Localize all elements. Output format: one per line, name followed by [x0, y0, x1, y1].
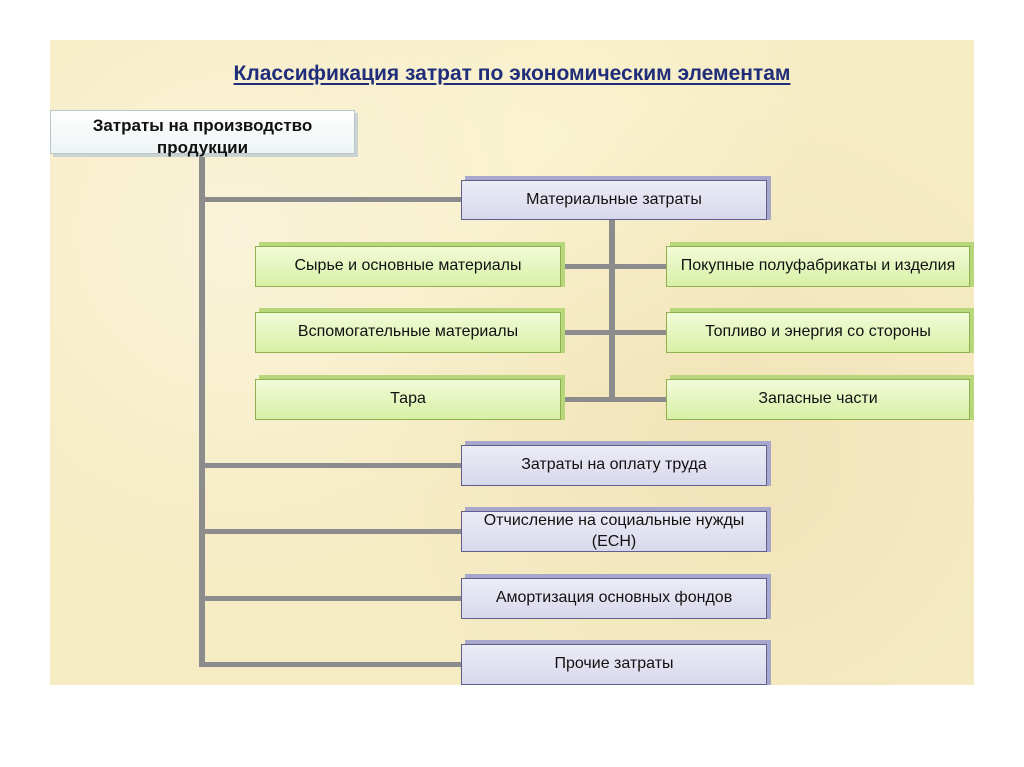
diagram-title: Классификация затрат по экономическим эл…: [233, 62, 791, 85]
social-contributions-box: Отчисление на социальные нужды (ЕСН): [461, 511, 767, 552]
material-trunk-line: [609, 219, 615, 402]
spare-parts-label: Запасные части: [758, 390, 878, 408]
connector-auxiliary: [561, 330, 666, 335]
social-contributions-label: Отчисление на социальные нужды (ЕСН): [483, 511, 745, 550]
root-box: Затраты на производство продукции: [50, 110, 355, 157]
material-costs-label: Материальные затраты: [526, 190, 702, 208]
depreciation-label: Амортизация основных фондов: [495, 589, 733, 607]
raw-materials-box: Сырье и основные материалы: [255, 246, 561, 287]
labor-costs-box: Затраты на оплату труда: [461, 445, 767, 486]
connector-social: [199, 529, 461, 534]
fuel-energy-box: Топливо и энергия со стороны: [666, 312, 970, 353]
semifinished-label: Покупные полуфабрикаты и изделия: [680, 257, 956, 275]
packaging-box: Тара: [255, 379, 561, 420]
semifinished-box: Покупные полуфабрикаты и изделия: [666, 246, 970, 287]
spare-parts-box: Запасные части: [666, 379, 970, 420]
connector-depreciation: [199, 596, 461, 601]
connector-material: [199, 197, 461, 202]
other-costs-box: Прочие затраты: [461, 644, 767, 685]
depreciation-box: Амортизация основных фондов: [461, 578, 767, 619]
connector-labor: [199, 463, 461, 468]
other-costs-label: Прочие затраты: [554, 655, 674, 673]
material-costs-box: Материальные затраты: [461, 180, 767, 220]
root-label: Затраты на производство продукции: [92, 116, 313, 158]
auxiliary-materials-box: Вспомогательные материалы: [255, 312, 561, 353]
raw-materials-label: Сырье и основные материалы: [294, 257, 522, 275]
packaging-label: Тара: [390, 390, 426, 408]
auxiliary-materials-label: Вспомогательные материалы: [297, 323, 519, 341]
labor-costs-label: Затраты на оплату труда: [521, 456, 707, 474]
root-trunk-line: [199, 153, 205, 666]
connector-other: [199, 662, 461, 667]
connector-raw: [561, 264, 666, 269]
connector-packaging: [561, 397, 666, 402]
fuel-energy-label: Топливо и энергия со стороны: [705, 323, 931, 341]
